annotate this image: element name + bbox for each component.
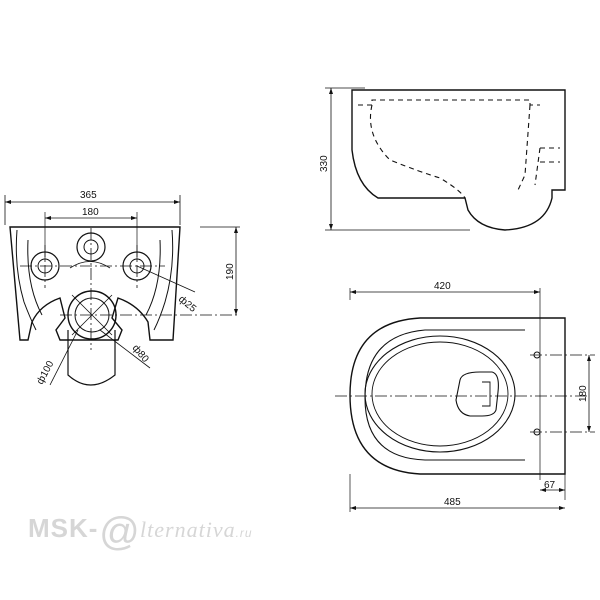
front-small-hole-diameter: ф25 xyxy=(176,293,199,315)
front-outlet-diameter: ф100 xyxy=(34,358,56,386)
top-seat-width-dimension: 420 xyxy=(434,281,451,292)
top-overall-length-dimension: 485 xyxy=(444,497,461,508)
front-view: 365 180 ф25 xyxy=(4,190,240,386)
front-height-dimension: 190 xyxy=(225,263,236,280)
watermark-tld: .ru xyxy=(235,526,253,540)
watermark-suffix: lternativa xyxy=(140,517,236,542)
watermark-at-icon: @ xyxy=(98,510,141,554)
top-bolt-spacing-dimension: 180 xyxy=(578,385,589,402)
side-height-dimension: 330 xyxy=(319,155,330,172)
watermark-logo: MSK-@lternativa.ru xyxy=(28,510,253,555)
watermark-prefix: MSK- xyxy=(28,513,99,543)
side-view: 330 xyxy=(319,87,566,231)
front-width-dimension: 365 xyxy=(80,190,97,201)
front-hole-spacing-dimension: 180 xyxy=(82,207,99,218)
top-view: 420 180 67 485 xyxy=(335,281,595,512)
top-bolt-offset-dimension: 67 xyxy=(544,480,556,491)
front-inner-diameter: ф80 xyxy=(130,342,152,365)
